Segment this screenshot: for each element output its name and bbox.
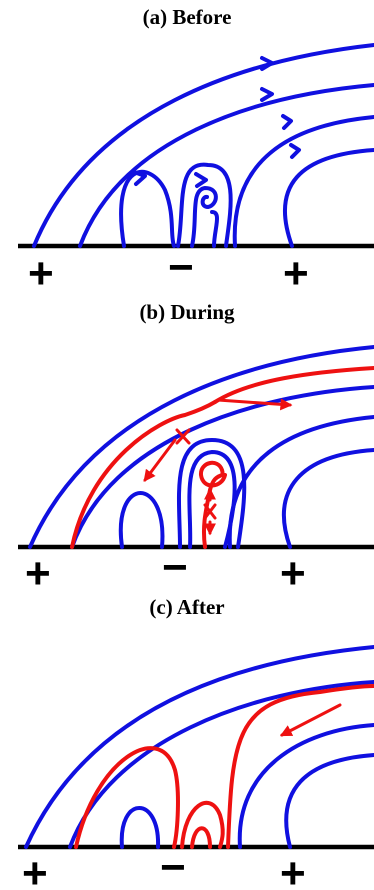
- post-flare-loop-inner: [190, 826, 212, 849]
- reconnection-point-icon: [175, 428, 191, 445]
- reconnected-field-line: [226, 684, 374, 849]
- reconnected-field-line: [213, 366, 374, 404]
- panel-title-during: (b) During: [139, 300, 235, 324]
- panel-during: + − +: [18, 345, 374, 598]
- overlying-field-line: [28, 345, 374, 549]
- panel-title-after: (c) After: [149, 595, 225, 619]
- polarity-positive: +: [22, 849, 48, 890]
- reconnection-point-icon: [203, 503, 217, 520]
- post-flare-loop: [180, 800, 225, 849]
- overlying-field-line: [237, 723, 374, 849]
- reconnected-field-line: [70, 400, 217, 549]
- outflow-arrow: [279, 703, 342, 737]
- small-loop: [119, 806, 161, 849]
- flux-rope-middle: [187, 450, 237, 549]
- polarity-positive: +: [280, 849, 306, 890]
- arrow-icon: [281, 114, 293, 130]
- panel-after: + − +: [18, 645, 374, 890]
- flux-rope-loop: [176, 162, 233, 248]
- polarity-negative: −: [160, 843, 186, 890]
- arrow-icon: [260, 87, 274, 102]
- overlying-field-line: [232, 115, 374, 248]
- arrow-icon: [289, 143, 301, 159]
- arrow-icon: [194, 172, 208, 188]
- panel-before: + − +: [18, 43, 374, 298]
- polarity-negative: −: [162, 543, 188, 592]
- overlying-field-line: [32, 43, 374, 248]
- flux-rope-core: [210, 210, 220, 248]
- overlying-field-line: [78, 83, 374, 248]
- overlying-field-line: [70, 385, 374, 549]
- polarity-positive: +: [28, 249, 54, 298]
- flux-rope-core: [190, 186, 218, 248]
- overlying-field-line: [282, 148, 374, 248]
- polarity-positive: +: [280, 549, 306, 598]
- outflow-arrow: [143, 438, 177, 482]
- reconnected-field-line: [74, 746, 180, 849]
- overlying-field-line: [24, 645, 374, 849]
- polarity-positive: +: [25, 549, 51, 598]
- flux-rope-outer: [176, 438, 247, 549]
- outflow-arrow: [216, 398, 293, 411]
- polarity-positive: +: [283, 249, 309, 298]
- arrow-icon: [260, 56, 274, 71]
- small-loop: [118, 491, 165, 549]
- arrow-icon: [132, 170, 147, 186]
- overlying-field-line: [227, 415, 374, 549]
- overlying-field-line: [281, 448, 374, 549]
- panel-title-before: (a) Before: [142, 5, 232, 29]
- polarity-negative: −: [168, 243, 194, 292]
- small-loop: [119, 169, 176, 248]
- overlying-field-line: [284, 753, 374, 849]
